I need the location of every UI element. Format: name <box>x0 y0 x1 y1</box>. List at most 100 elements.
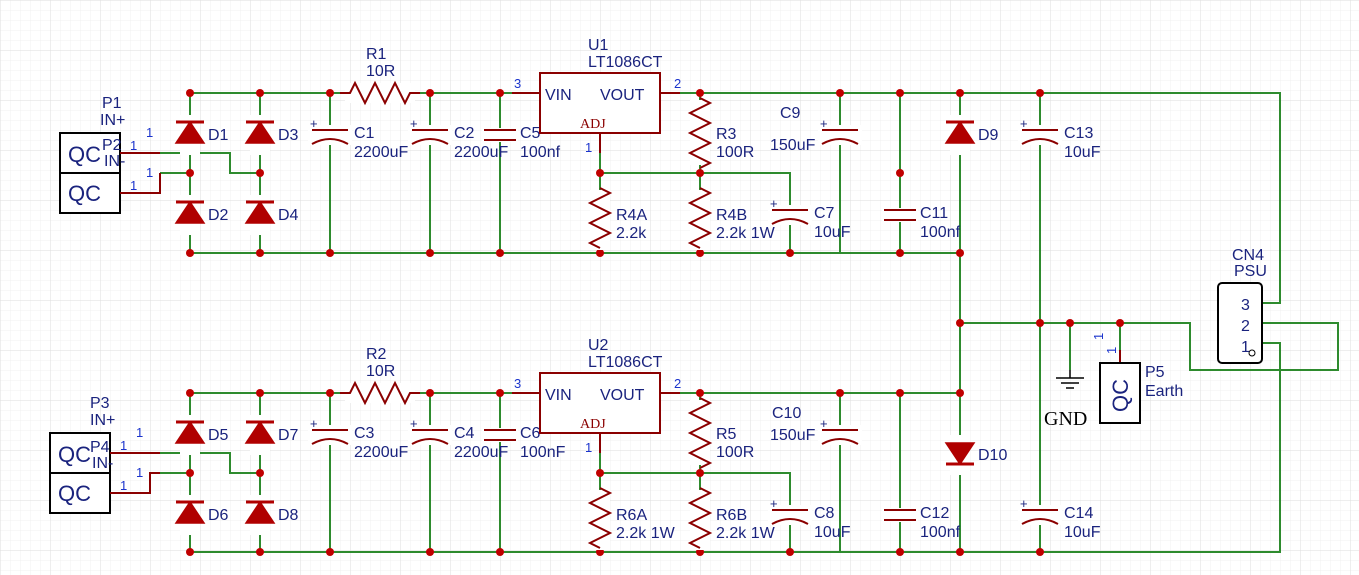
qc-p4: QC <box>58 481 91 506</box>
c14-ref: C14 <box>1064 505 1093 522</box>
resistor-r2[interactable]: R2 10R <box>340 346 420 406</box>
capacitor-c1[interactable]: + C1 2200uF <box>308 116 408 161</box>
qc-p5: QC <box>1108 379 1133 412</box>
c13-val: 10uF <box>1064 144 1101 161</box>
capacitor-c11[interactable]: C11 100nf <box>882 205 961 241</box>
c8-plus: + <box>770 496 778 511</box>
resistor-r6b[interactable]: R6B 2.2k 1W <box>687 487 776 550</box>
capacitor-c6[interactable]: C6 100nF <box>482 425 566 461</box>
c3-plus: + <box>310 416 318 431</box>
resistor-r4b[interactable]: R4B 2.2k 1W <box>687 187 776 250</box>
connector-p3-p4[interactable]: QC QC P3 IN+ P4 IN- 1 1 1 1 <box>49 395 160 514</box>
u1-pin-adj: 1 <box>585 140 592 155</box>
c2-val: 2200uF <box>454 144 508 161</box>
r3-val: 100R <box>716 144 754 161</box>
capacitor-c7[interactable]: + C7 10uF <box>768 196 851 241</box>
diode-d8[interactable]: D8 <box>244 495 299 535</box>
p1-pin: 1 <box>130 138 137 153</box>
u1-adj: ADJ <box>580 117 606 132</box>
diode-d6[interactable]: D6 <box>174 495 229 535</box>
c10-ref: C10 <box>772 405 801 422</box>
resistor-r4a[interactable]: R4A 2.2k <box>587 187 647 250</box>
r1-val: 10R <box>366 63 395 80</box>
p1-pin-b: 1 <box>146 125 153 140</box>
d6-label: D6 <box>208 507 229 524</box>
connector-p1-p2[interactable]: QC QC P1 IN+ P2 IN- 1 1 1 1 <box>59 95 161 214</box>
capacitor-c12[interactable]: C12 100nf <box>882 505 961 541</box>
p3-ref: P3 <box>90 395 110 412</box>
c10-plus: + <box>820 416 828 431</box>
p2-pin: 1 <box>130 178 137 193</box>
c2-plus: + <box>410 116 418 131</box>
diode-d1[interactable]: D1 <box>174 115 229 155</box>
r2-ref: R2 <box>366 346 387 363</box>
capacitor-c4[interactable]: + C4 2200uF <box>408 416 508 461</box>
c13-plus: + <box>1020 116 1028 131</box>
capacitor-c8[interactable]: + C8 10uF <box>768 496 851 541</box>
capacitor-c3[interactable]: + C3 2200uF <box>308 416 408 461</box>
c7-plus: + <box>770 196 778 211</box>
capacitor-c5[interactable]: C5 100nf <box>482 125 561 161</box>
p2-net: IN- <box>104 153 125 170</box>
p3-pin-b: 1 <box>136 425 143 440</box>
resistor-r1[interactable]: R1 10R <box>340 46 420 106</box>
c1-val: 2200uF <box>354 144 408 161</box>
capacitor-c13[interactable]: + C13 10uF <box>1018 116 1101 161</box>
u2-vout: VOUT <box>600 387 645 404</box>
capacitor-c14[interactable]: + C14 10uF <box>1018 496 1101 541</box>
u2-val: LT1086CT <box>588 354 663 371</box>
p3-pin: 1 <box>120 438 127 453</box>
p5-pin-b: 1 <box>1091 333 1106 340</box>
r3-ref: R3 <box>716 126 737 143</box>
c4-val: 2200uF <box>454 444 508 461</box>
u2-pin-adj: 1 <box>585 440 592 455</box>
d2-label: D2 <box>208 207 229 224</box>
cn4-pin1: 1 <box>1241 339 1250 356</box>
r6b-ref: R6B <box>716 507 747 524</box>
junctions <box>186 89 1124 556</box>
capacitor-c2[interactable]: + C2 2200uF <box>408 116 508 161</box>
c13-ref: C13 <box>1064 125 1093 142</box>
diode-d5[interactable]: D5 <box>174 415 229 455</box>
diode-d10[interactable]: D10 <box>944 435 1007 475</box>
resistor-r3[interactable]: R3 100R <box>687 97 754 169</box>
r4b-val: 2.2k 1W <box>716 225 776 242</box>
u1-val: LT1086CT <box>588 54 663 71</box>
cn4-val: PSU <box>1234 263 1267 280</box>
qc-p1: QC <box>68 142 101 167</box>
c7-ref: C7 <box>814 205 835 222</box>
diode-d9[interactable]: D9 <box>944 115 999 155</box>
p4-ref: P4 <box>90 439 110 456</box>
d8-label: D8 <box>278 507 299 524</box>
diode-d4[interactable]: D4 <box>244 195 299 235</box>
connector-cn4[interactable]: CN4 PSU 3 2 1 <box>1217 247 1267 364</box>
d7-label: D7 <box>278 427 299 444</box>
p4-pin: 1 <box>120 478 127 493</box>
resistor-r6a[interactable]: R6A 2.2k 1W <box>587 487 676 550</box>
p5-pin: 1 <box>1104 347 1119 354</box>
capacitor-c9[interactable]: + C9 150uF <box>770 105 862 154</box>
qc-p3: QC <box>58 442 91 467</box>
c7-val: 10uF <box>814 224 851 241</box>
regulator-u2[interactable]: VIN VOUT ADJ U2 LT1086CT 3 2 1 <box>512 337 681 455</box>
capacitor-c10[interactable]: + C10 150uF <box>770 405 862 445</box>
p5-ref: P5 <box>1145 364 1165 381</box>
regulator-u1[interactable]: VIN VOUT ADJ U1 LT1086CT 3 2 1 <box>512 37 681 155</box>
d5-label: D5 <box>208 427 229 444</box>
c12-ref: C12 <box>920 505 949 522</box>
c12-val: 100nf <box>920 524 961 541</box>
c10-val: 150uF <box>770 427 816 444</box>
d9-label: D9 <box>978 127 999 144</box>
c6-val: 100nF <box>520 444 566 461</box>
c9-val: 150uF <box>770 137 816 154</box>
resistor-r5[interactable]: R5 100R <box>687 397 754 469</box>
u2-pin-vout: 2 <box>674 376 681 391</box>
diode-d3[interactable]: D3 <box>244 115 299 155</box>
diode-d2[interactable]: D2 <box>174 195 229 235</box>
d4-label: D4 <box>278 207 299 224</box>
u2-vin: VIN <box>545 387 572 404</box>
diode-d7[interactable]: D7 <box>244 415 299 455</box>
connector-p5[interactable]: QC P5 Earth 1 1 <box>1091 333 1183 424</box>
u1-pin-vout: 2 <box>674 76 681 91</box>
